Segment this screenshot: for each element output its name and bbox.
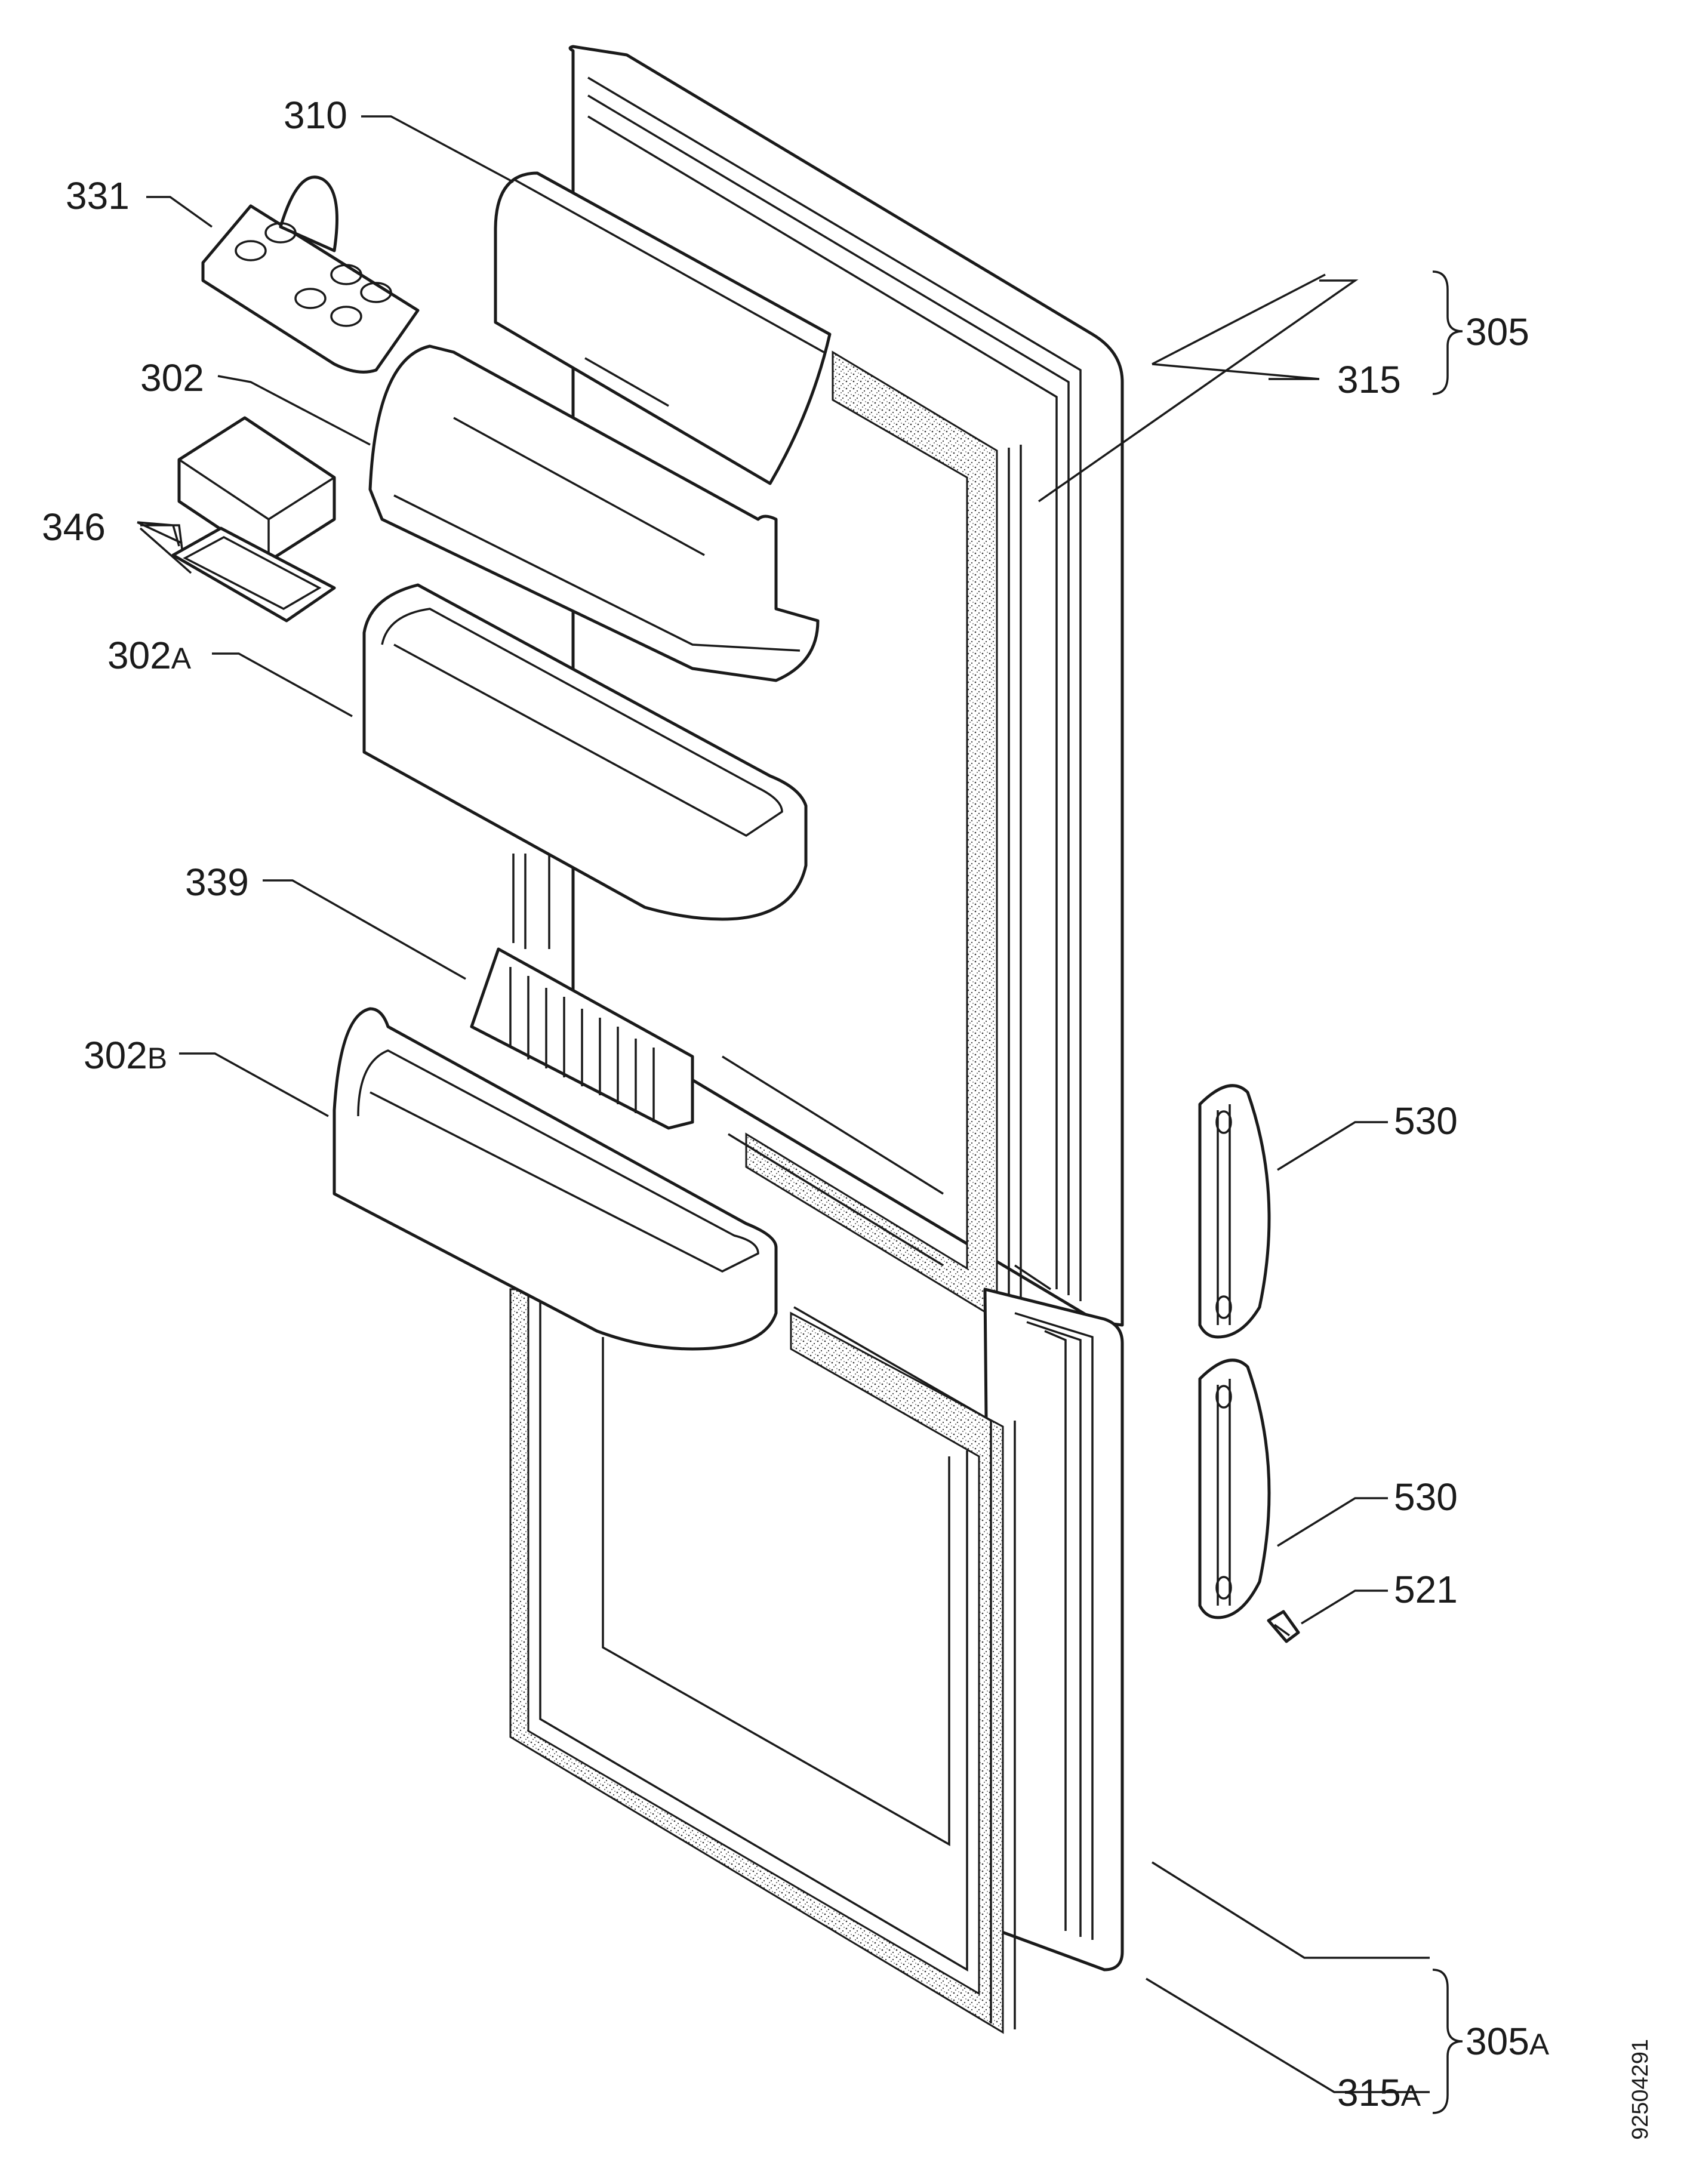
label-315a: 315A bbox=[1337, 2071, 1421, 2114]
label-302b-number: 302 bbox=[84, 1034, 147, 1077]
label-305a: 305A bbox=[1466, 2020, 1550, 2063]
egg-tray-331 bbox=[201, 175, 420, 374]
door-rail-left bbox=[512, 854, 550, 949]
label-305: 305 bbox=[1466, 310, 1529, 353]
bottle-shelf-302a bbox=[362, 583, 808, 921]
document-number: 92504291 bbox=[1628, 2039, 1653, 2140]
leader-lines bbox=[137, 115, 1430, 2093]
label-302b-suffix: B bbox=[147, 1042, 167, 1075]
label-331: 331 bbox=[66, 174, 130, 217]
label-346: 346 bbox=[42, 506, 106, 549]
label-339: 339 bbox=[185, 861, 249, 904]
butter-dish-346 bbox=[171, 416, 336, 623]
label-305a-number: 305 bbox=[1466, 2020, 1529, 2063]
label-315a-number: 315 bbox=[1337, 2071, 1401, 2114]
brace-305 bbox=[1432, 270, 1463, 395]
label-521: 521 bbox=[1394, 1568, 1458, 1611]
label-530-top: 530 bbox=[1394, 1099, 1458, 1142]
label-302: 302 bbox=[140, 356, 204, 399]
label-530-bottom: 530 bbox=[1394, 1475, 1458, 1518]
label-302a-suffix: A bbox=[171, 642, 192, 675]
label-302a-number: 302 bbox=[107, 634, 171, 677]
brace-305a bbox=[1432, 1969, 1463, 2114]
dairy-lid-310 bbox=[494, 171, 832, 485]
label-315: 315 bbox=[1337, 358, 1401, 401]
handle-530-top bbox=[1198, 1084, 1271, 1339]
bottle-shelf-302b bbox=[333, 1007, 778, 1351]
label-302a: 302A bbox=[107, 634, 192, 677]
lower-door-305a bbox=[983, 1287, 1124, 1972]
screw-521 bbox=[1267, 1610, 1300, 1643]
door-shelf-302 bbox=[368, 344, 820, 682]
label-310: 310 bbox=[284, 94, 347, 137]
label-305a-suffix: A bbox=[1529, 2028, 1550, 2061]
label-302b: 302B bbox=[84, 1034, 167, 1077]
lower-gasket-315a bbox=[509, 1288, 1016, 2034]
label-315a-suffix: A bbox=[1401, 2079, 1421, 2112]
bottle-retainer-339 bbox=[470, 947, 694, 1130]
handle-530-bottom bbox=[1198, 1359, 1271, 1619]
upper-gasket-315 bbox=[722, 350, 1022, 1321]
